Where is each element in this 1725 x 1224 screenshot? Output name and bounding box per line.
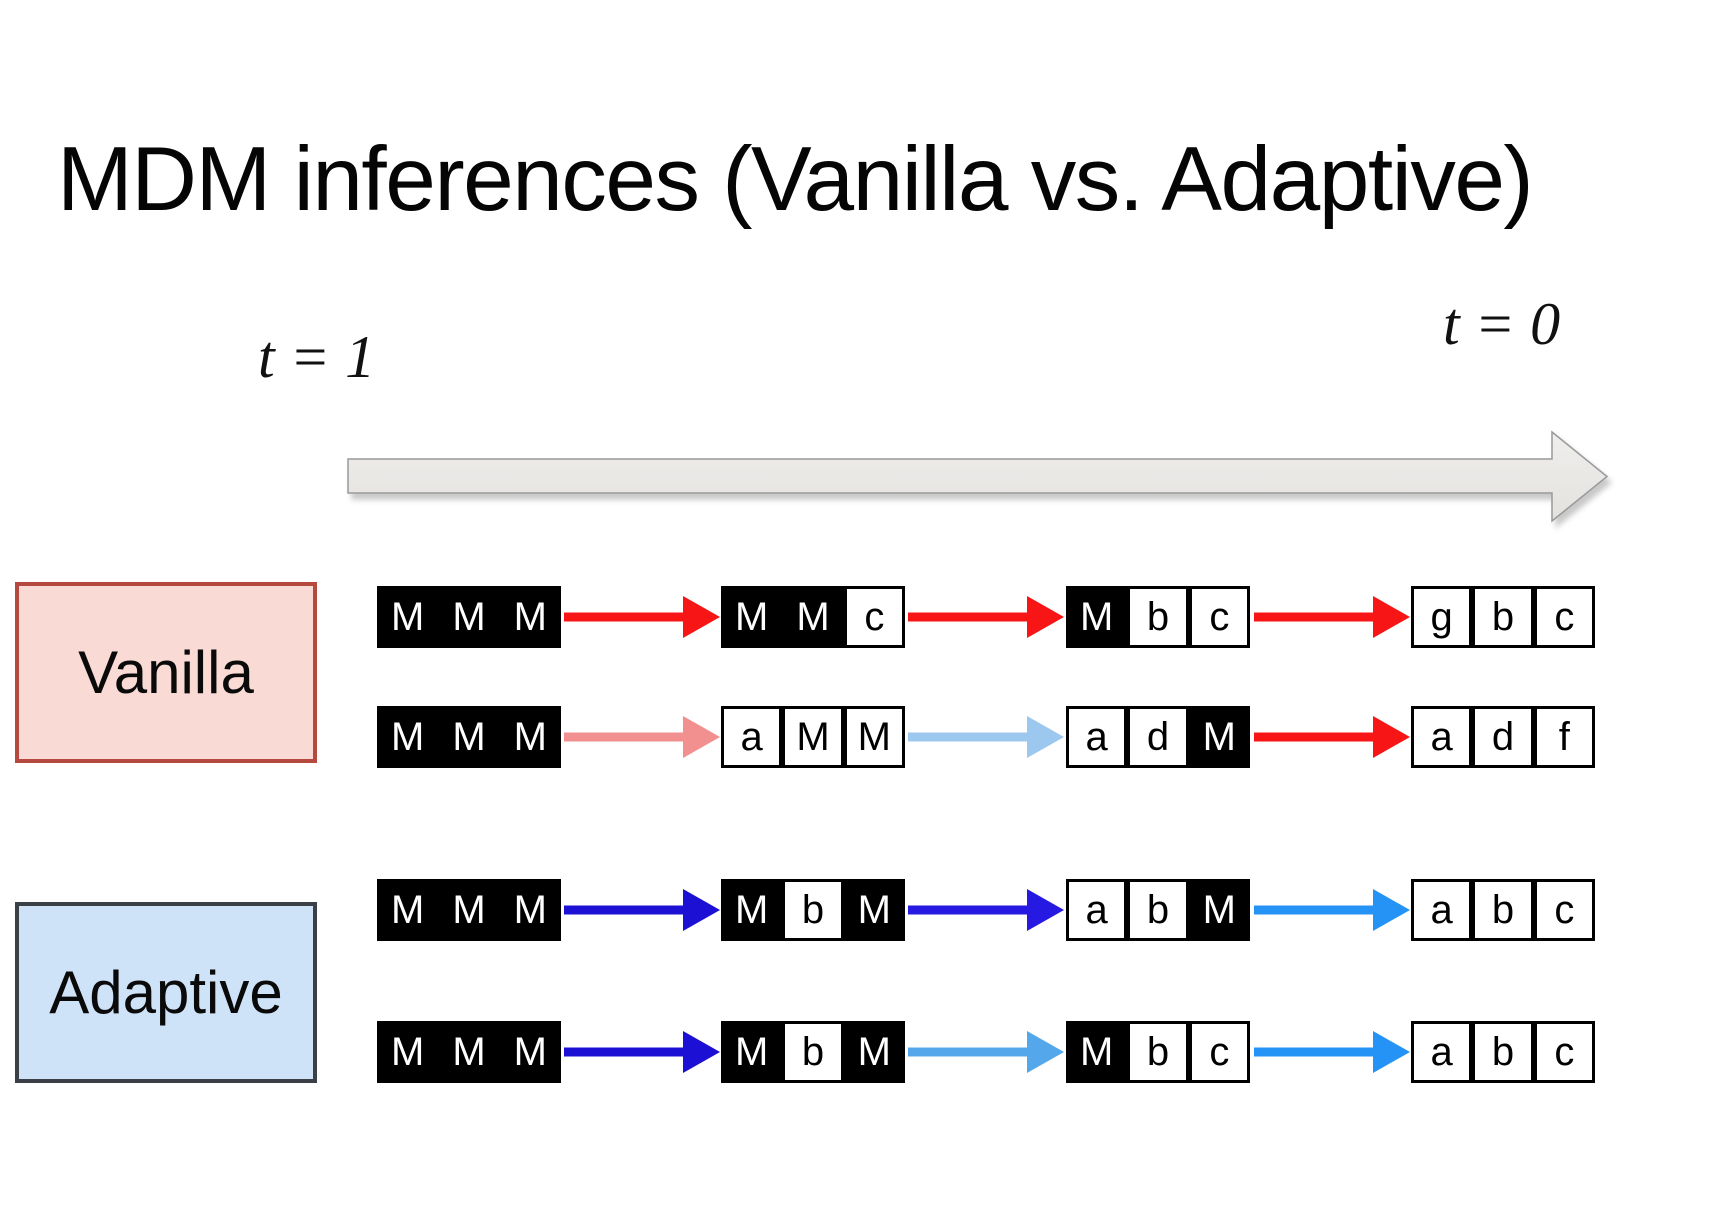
masked-token-cell: M <box>438 706 500 768</box>
transition-arrow <box>908 716 1064 758</box>
transition-arrow <box>1254 716 1410 758</box>
masked-token-cell: M <box>1066 586 1128 648</box>
token-cell: a <box>1066 879 1128 941</box>
token-cell: b <box>1127 879 1189 941</box>
masked-token-cell: M <box>377 879 439 941</box>
masked-token-cell: M <box>1188 706 1250 768</box>
token-cell: b <box>1472 1021 1534 1083</box>
masked-token-cell: M <box>438 586 500 648</box>
timeline-arrow <box>347 430 1609 523</box>
masked-token-cell: M <box>499 879 561 941</box>
time-end-label: t = 0 <box>1443 291 1561 357</box>
token-cell: d <box>1127 706 1189 768</box>
masked-token-cell: M <box>377 586 439 648</box>
transition-arrow <box>564 889 720 931</box>
transition-arrow <box>1254 596 1410 638</box>
transition-arrow <box>908 889 1064 931</box>
token-cell: a <box>721 706 783 768</box>
token-cell: a <box>1411 1021 1473 1083</box>
token-cell: b <box>1127 1021 1189 1083</box>
transition-arrow <box>908 596 1064 638</box>
token-cell: a <box>1411 879 1473 941</box>
masked-token-cell: M <box>721 1021 783 1083</box>
transition-arrow <box>1254 1031 1410 1073</box>
masked-token-cell: M <box>499 1021 561 1083</box>
token-cell: b <box>1472 879 1534 941</box>
masked-token-cell: M <box>843 879 905 941</box>
token-cell: b <box>782 1021 844 1083</box>
token-cell: f <box>1533 706 1595 768</box>
masked-token-cell: M <box>499 706 561 768</box>
vanilla-label: Vanilla <box>78 639 254 706</box>
time-start-label: t = 1 <box>258 324 376 390</box>
token-cell: a <box>1066 706 1128 768</box>
masked-token-cell: M <box>438 879 500 941</box>
masked-token-cell: M <box>721 879 783 941</box>
adaptive-label-box: Adaptive <box>15 902 317 1083</box>
masked-token-cell: M <box>1066 1021 1128 1083</box>
token-cell: c <box>843 586 905 648</box>
transition-arrow <box>908 1031 1064 1073</box>
masked-token-cell: M <box>499 586 561 648</box>
token-cell: b <box>1472 586 1534 648</box>
token-cell: c <box>1188 586 1250 648</box>
masked-token-cell: M <box>377 706 439 768</box>
vanilla-label-box: Vanilla <box>15 582 317 763</box>
transition-arrow <box>564 716 720 758</box>
masked-token-cell: M <box>721 586 783 648</box>
token-cell: c <box>1188 1021 1250 1083</box>
token-cell: c <box>1533 586 1595 648</box>
token-cell: b <box>782 879 844 941</box>
masked-token-cell: M <box>377 1021 439 1083</box>
token-cell: b <box>1127 586 1189 648</box>
adaptive-label: Adaptive <box>49 959 283 1026</box>
masked-token-cell: M <box>438 1021 500 1083</box>
token-cell: c <box>1533 1021 1595 1083</box>
masked-token-cell: M <box>1188 879 1250 941</box>
timeline-arrow-shape <box>347 430 1609 523</box>
transition-arrow <box>564 1031 720 1073</box>
token-cell: g <box>1411 586 1473 648</box>
token-cell: M <box>782 706 844 768</box>
masked-token-cell: M <box>843 1021 905 1083</box>
page-title: MDM inferences (Vanilla vs. Adaptive) <box>57 129 1534 230</box>
transition-arrow <box>564 596 720 638</box>
token-cell: a <box>1411 706 1473 768</box>
transition-arrow <box>1254 889 1410 931</box>
token-cell: d <box>1472 706 1534 768</box>
token-cell: c <box>1533 879 1595 941</box>
masked-token-cell: M <box>782 586 844 648</box>
token-cell: M <box>843 706 905 768</box>
